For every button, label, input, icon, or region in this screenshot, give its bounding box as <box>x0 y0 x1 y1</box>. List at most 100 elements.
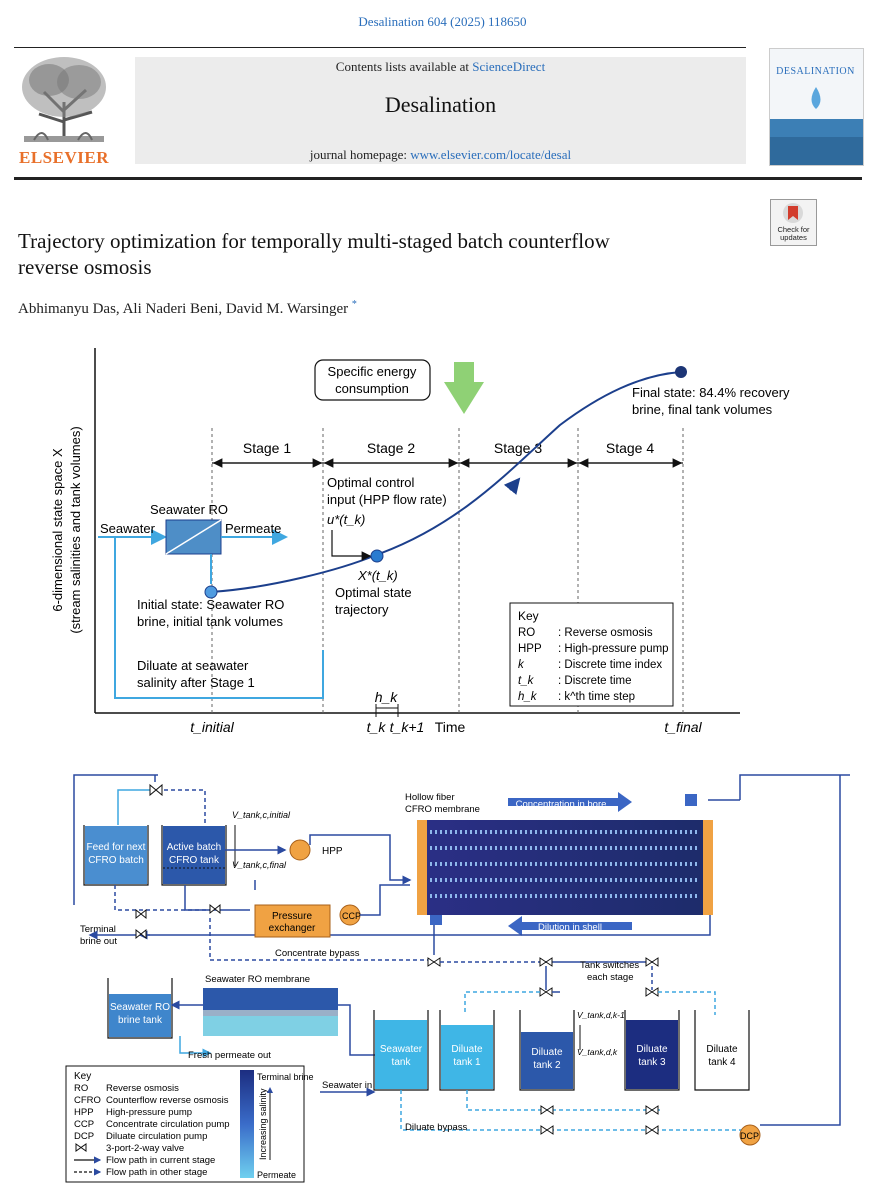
valve-icon <box>149 783 163 797</box>
key2-abbr-dcp: DCP <box>74 1131 94 1142</box>
optimal-state-label-1: Optimal state <box>335 585 412 600</box>
stage-2-label: Stage 2 <box>367 440 415 456</box>
check-line-2: updates <box>780 233 807 242</box>
hpp-label: HPP <box>322 846 343 857</box>
figure-1-key <box>509 602 674 707</box>
key2-desc-hpp: High-pressure pump <box>106 1107 192 1118</box>
px-label-2: exchanger <box>269 923 316 934</box>
key2-abbr-ccp: CCP <box>74 1119 94 1130</box>
px-label-1: Pressure <box>272 911 312 922</box>
valve-key-icon <box>75 1143 87 1152</box>
journal-banner <box>135 57 746 164</box>
seawater-ro-label: Seawater RO <box>150 502 228 517</box>
check-for-updates-button[interactable] <box>770 199 817 246</box>
diluate-3-label-1: Diluate <box>636 1044 668 1055</box>
salinity-top-label: Terminal brine <box>257 1072 314 1082</box>
final-state-label-2: brine, final tank volumes <box>632 402 773 417</box>
diluate-1-label-2: tank 1 <box>453 1057 481 1068</box>
key-desc-hk: : k^th time step <box>558 691 635 703</box>
concentrate-bypass-label: Concentrate bypass <box>275 948 360 959</box>
shell-arrow <box>508 916 632 936</box>
diluate-4-label-1: Diluate <box>706 1044 738 1055</box>
sciencedirect-link[interactable]: ScienceDirect <box>472 59 546 74</box>
initial-state-label-2: brine, initial tank volumes <box>137 614 283 629</box>
figure-2-system-schematic: Feed for next CFRO batch Active batch CF… <box>65 774 850 1183</box>
journal-citation[interactable]: Desalination 604 (2025) 118650 <box>358 14 527 29</box>
key2-abbr-ro: RO <box>74 1083 88 1094</box>
salinity-axis-label: Increasing salinity <box>258 1088 268 1160</box>
terminal-brine-label-1: Terminal <box>80 924 116 935</box>
optimal-trajectory-curve <box>210 371 682 593</box>
feed-tank-label-1: Feed for next <box>87 842 146 853</box>
key2-desc-valve: 3-port-2-way valve <box>106 1143 184 1154</box>
header-rule-bottom <box>14 177 862 180</box>
article-title: Trajectory optimization for temporally m… <box>18 228 758 280</box>
journal-cover[interactable] <box>769 48 864 166</box>
t-initial-label: t_initial <box>190 719 234 735</box>
tank-switches-label-2: each stage <box>587 972 633 983</box>
bore-label: Concentration in bore <box>516 799 607 810</box>
seawater-tank-label-1: Seawater <box>380 1044 423 1055</box>
sw-ro-membrane-label: Seawater RO membrane <box>205 974 310 985</box>
cover-art <box>770 87 863 165</box>
diluate-tank-3 <box>626 1020 678 1089</box>
seawater-tank-label-2: tank <box>392 1057 412 1068</box>
final-state-label-1: Final state: 84.4% recovery <box>632 385 790 400</box>
key2-title: Key <box>74 1071 91 1082</box>
diluate-4-label-2: tank 4 <box>708 1057 736 1068</box>
active-tank-label-2: CFRO tank <box>169 855 220 866</box>
key-desc-k: : Discrete time index <box>558 659 662 671</box>
stage-1-label: Stage 1 <box>243 440 291 456</box>
elsevier-tree-logo <box>14 52 114 144</box>
diluate-3-label-2: tank 3 <box>638 1057 666 1068</box>
figure-2-key <box>65 1065 305 1183</box>
header-rule-top <box>14 47 746 48</box>
key2-desc-current: Flow path in current stage <box>106 1155 215 1166</box>
y-axis-label-2: (stream salinities and tank volumes) <box>68 426 83 633</box>
x-star-label: X*(t_k) <box>357 568 398 583</box>
diluate-2-label-1: Diluate <box>531 1047 563 1058</box>
key-abbr-hk: h_k <box>518 691 538 703</box>
check-for-updates-label: Check for updates <box>770 226 817 242</box>
key2-desc-ro: Reverse osmosis <box>106 1083 179 1094</box>
time-axis-label: Time <box>435 719 466 735</box>
publisher-logo-text: ELSEVIER <box>19 148 109 167</box>
sec-box <box>314 359 431 401</box>
salinity-gradient-bar <box>240 1070 254 1178</box>
homepage-link[interactable]: www.elsevier.com/locate/desal <box>410 147 572 162</box>
control-label-3: u*(t_k) <box>327 512 365 527</box>
key-desc-hpp: : High-pressure pump <box>558 643 669 655</box>
membrane-label-2: CFRO membrane <box>405 804 480 815</box>
stage-4-label: Stage 4 <box>606 440 654 456</box>
salinity-bottom-label: Permeate <box>257 1170 296 1180</box>
active-tank-label-1: Active batch <box>167 842 221 853</box>
key2-abbr-cfro: CFRO <box>74 1095 101 1106</box>
sec-label-1: Specific energy <box>328 364 417 379</box>
contents-prefix: Contents lists available at <box>335 59 470 74</box>
bore-arrow <box>508 792 632 812</box>
key2-desc-cfro: Counterflow reverse osmosis <box>106 1095 229 1106</box>
diluate-2-label-2: tank 2 <box>533 1060 561 1071</box>
t-k-label: t_k <box>367 719 387 735</box>
v-k1-label: V_tank,d,k-1 <box>577 1010 625 1020</box>
membrane-label-1: Hollow fiber <box>405 792 455 803</box>
diluate-tank-1 <box>441 1025 493 1089</box>
final-state-point <box>675 366 687 378</box>
control-label-2: input (HPP flow rate) <box>327 492 447 507</box>
journal-title: Desalination <box>384 92 497 117</box>
seawater-tank <box>375 1020 427 1089</box>
homepage-prefix: journal homepage: <box>309 147 407 162</box>
cfro-membrane-housing <box>420 820 710 915</box>
diluate-label-1: Diluate at seawater <box>137 658 249 673</box>
permeate-label: Permeate <box>225 521 281 536</box>
key-abbr-hpp: HPP <box>518 643 542 655</box>
hpp-pump-icon <box>289 839 311 861</box>
v-k-label: V_tank,d,k <box>577 1047 618 1057</box>
key-desc-tk: : Discrete time <box>558 675 632 687</box>
sw-brine-label-1: Seawater RO <box>110 1002 170 1013</box>
ccp-label: CCP <box>342 911 361 921</box>
corresponding-author-mark[interactable]: * <box>351 299 357 310</box>
sw-brine-label-2: brine tank <box>118 1015 163 1026</box>
check-line-1: Check for <box>777 225 810 234</box>
article-title-line-2: reverse osmosis <box>18 255 152 279</box>
